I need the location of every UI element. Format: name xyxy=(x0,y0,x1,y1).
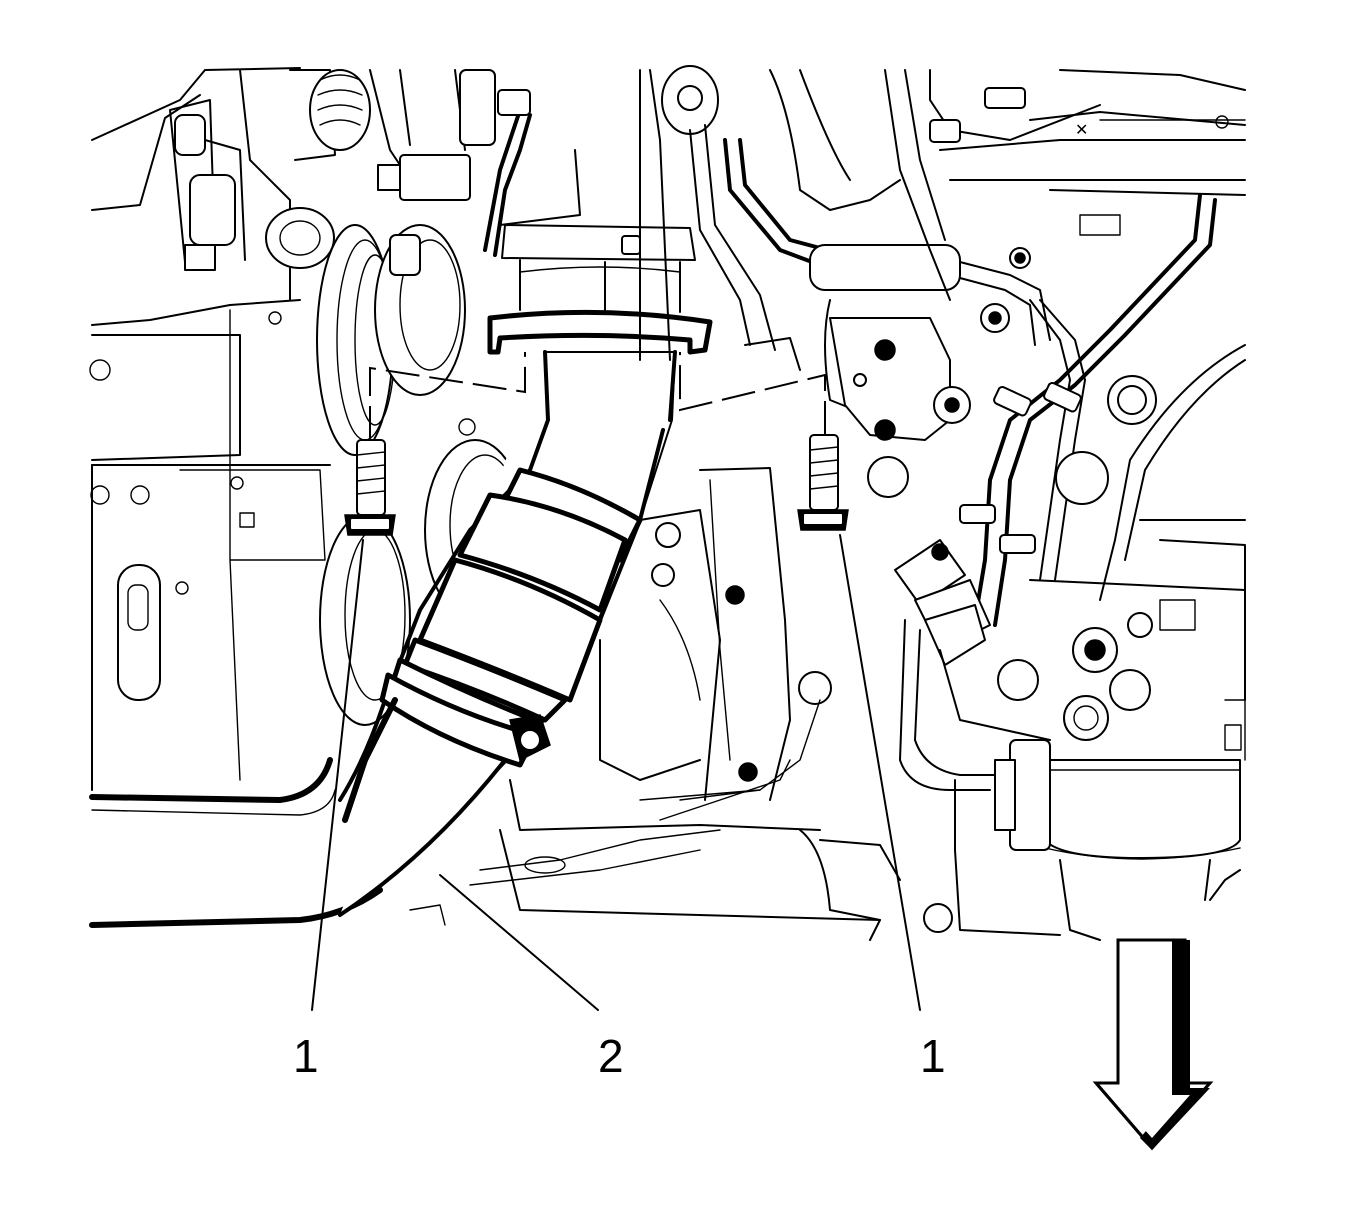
callout-label-1-left: 1 xyxy=(293,1030,319,1082)
upper-right-components: ✕ xyxy=(639,65,1246,498)
bolt-left xyxy=(344,439,396,536)
upper-left-components xyxy=(169,69,532,301)
right-side-components xyxy=(894,193,1246,941)
intake-hose xyxy=(338,350,677,917)
callout-label-1-right: 1 xyxy=(920,1030,946,1082)
callout-leaders xyxy=(311,534,921,1011)
turbo-outlet-flange xyxy=(487,149,713,355)
callout-label-2: 2 xyxy=(598,1030,624,1082)
engine-frame-left xyxy=(89,67,383,928)
center-bracket xyxy=(409,467,901,941)
leader-1-left xyxy=(311,539,364,1011)
leader-2 xyxy=(439,874,599,1011)
bolt-right xyxy=(797,434,849,531)
install-guide-lines xyxy=(369,352,826,440)
down-arrow-icon xyxy=(1092,938,1214,1151)
svg-text:✕: ✕ xyxy=(1075,122,1088,139)
leader-1-right xyxy=(839,534,921,1011)
